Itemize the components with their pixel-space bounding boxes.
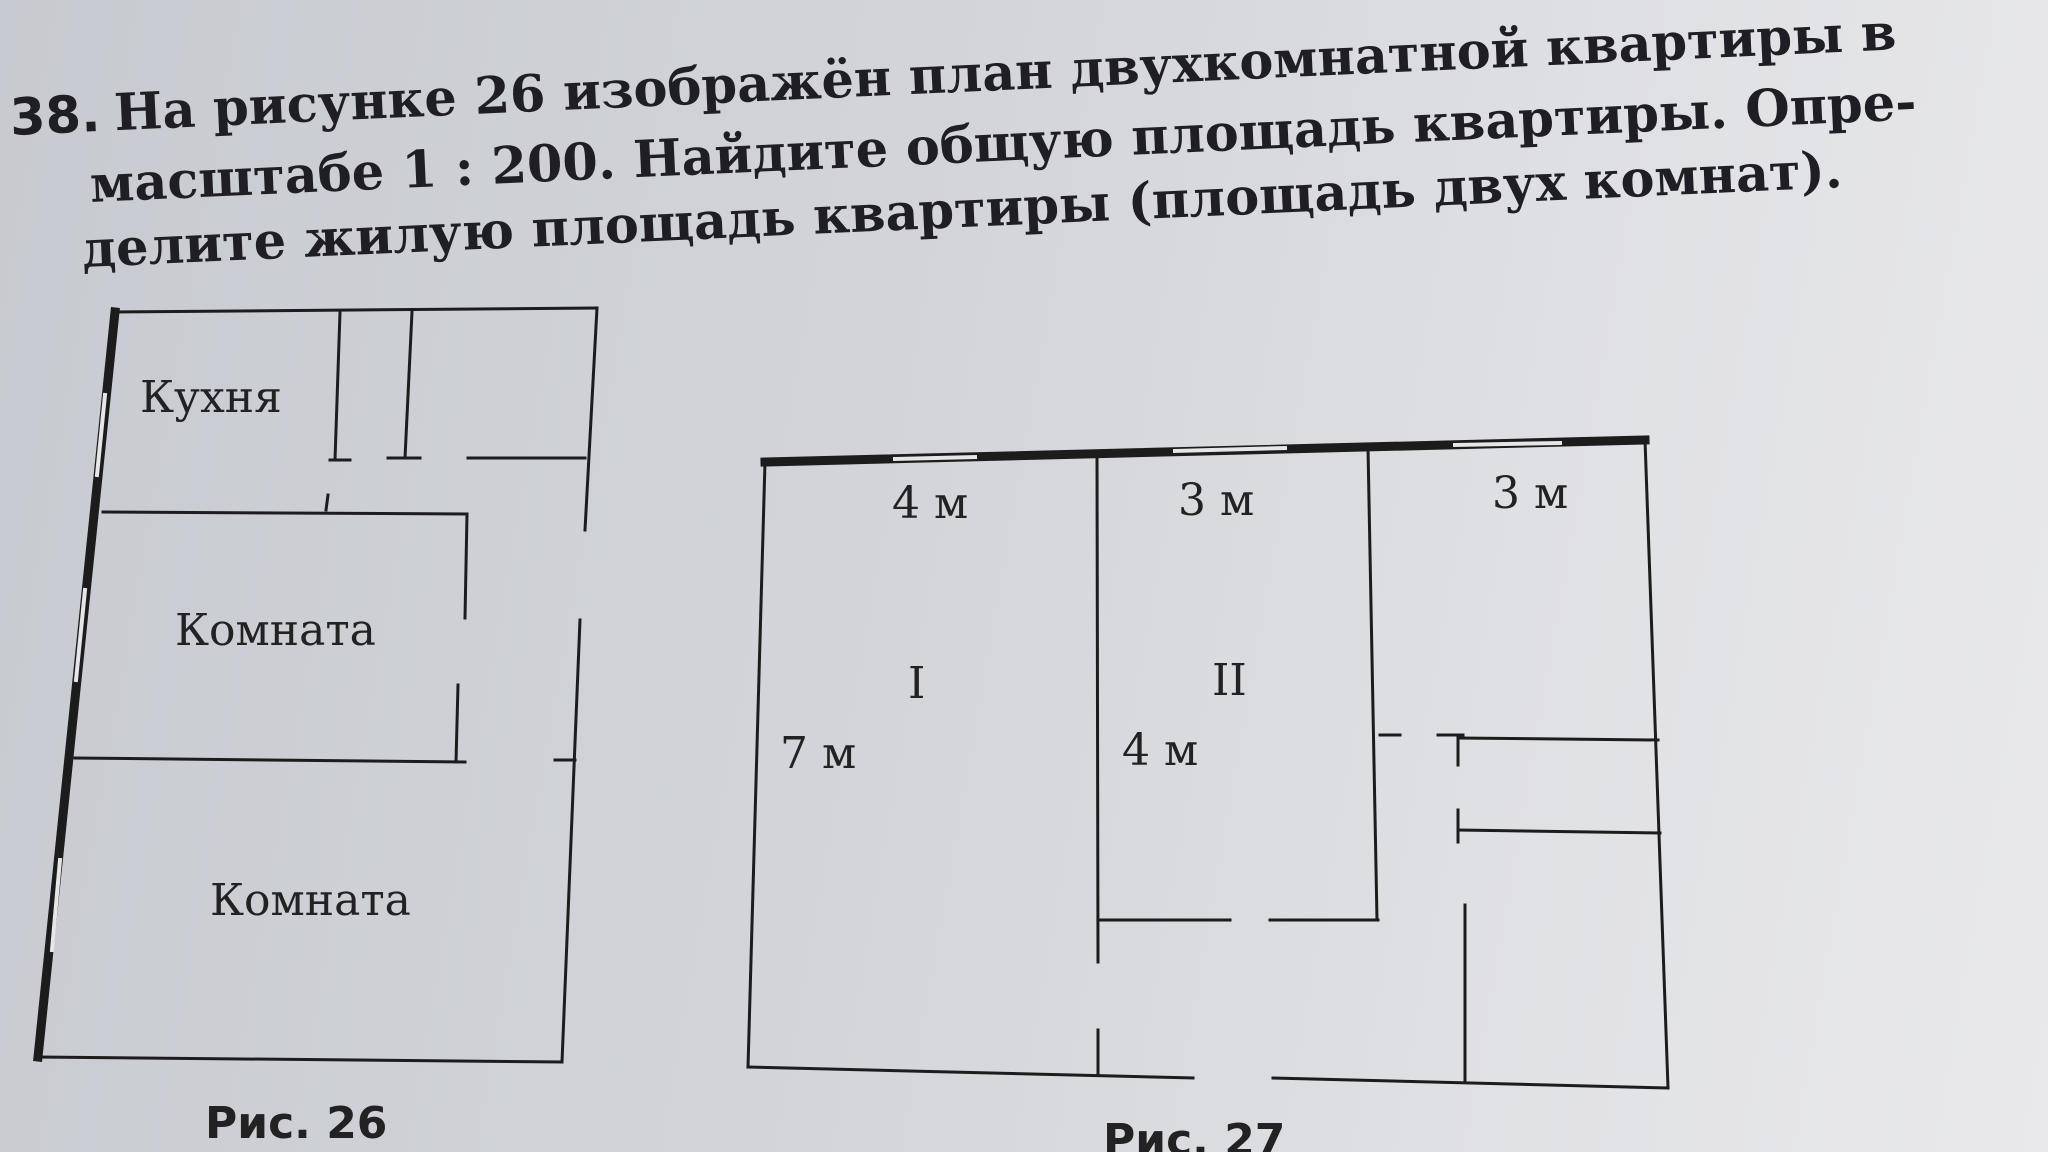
figure-27-dim-room2-width: 3 м xyxy=(1178,475,1254,526)
figure-26-caption: Рис. 26 xyxy=(205,1098,388,1149)
figure-27-dim-room2-height: 4 м xyxy=(1122,725,1198,776)
figure-26-room-kitchen: Кухня xyxy=(140,372,282,423)
figure-27-dim-room3-width: 3 м xyxy=(1492,468,1568,519)
figure-26-room-1: Комната xyxy=(175,605,376,656)
figure-27-caption: Рис. 27 xyxy=(1103,1115,1286,1152)
figure-27-room-number-1: I xyxy=(908,658,925,709)
figure-27-dim-room1-height: 7 м xyxy=(780,728,856,779)
figure-26-room-2: Комната xyxy=(210,875,411,926)
figure-27-room-number-2: II xyxy=(1212,655,1247,706)
figure-27-dim-room1-width: 4 м xyxy=(892,478,968,529)
